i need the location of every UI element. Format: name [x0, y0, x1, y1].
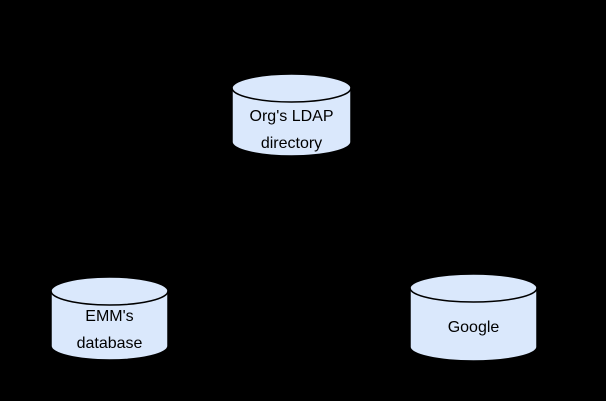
database-cylinder-icon	[409, 273, 538, 362]
node-label-org-ldap-directory: Org's LDAP directory	[250, 103, 334, 157]
node-label-google: Google	[448, 314, 500, 341]
node-label-line: Google	[447, 319, 500, 336]
cylinder-top-rim	[50, 290, 169, 306]
node-label-line: EMM's	[85, 307, 134, 325]
node-org-ldap-directory: Org's LDAP directory	[231, 73, 352, 157]
node-label-line: database	[76, 334, 143, 352]
cylinder-body	[50, 276, 169, 361]
node-emm-database: EMM's database	[50, 276, 169, 361]
node-label-line: directory	[260, 135, 323, 152]
cylinder-body	[409, 273, 538, 362]
node-google: Google	[409, 273, 538, 362]
database-cylinder-icon	[50, 276, 169, 361]
cylinder-body	[231, 73, 352, 157]
node-label-line: Org's LDAP	[249, 108, 334, 125]
node-label-emm-database: EMM's database	[77, 303, 143, 357]
cylinder-top-rim	[231, 87, 352, 103]
cylinder-top-rim	[409, 287, 538, 303]
database-cylinder-icon	[231, 73, 352, 157]
